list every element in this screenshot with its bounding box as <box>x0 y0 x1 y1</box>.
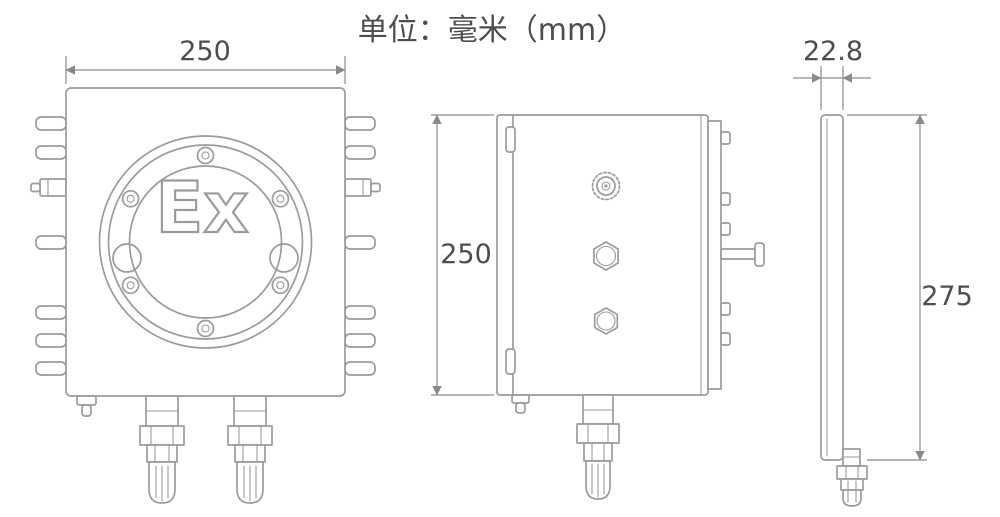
flange-clip <box>505 348 516 375</box>
heat-sink-fin <box>344 116 376 131</box>
heat-sink-fin <box>344 235 376 250</box>
heat-sink-fin <box>35 361 67 376</box>
flange-hole-left <box>112 243 142 273</box>
knurled-connector <box>591 171 621 201</box>
mounting-screw <box>271 276 290 295</box>
handle-rod <box>720 242 765 267</box>
enclosure-body-front <box>65 87 346 397</box>
heat-sink-fin <box>35 305 67 320</box>
heat-sink-fin <box>344 333 376 348</box>
mounting-screw <box>196 146 215 165</box>
side-height-dimension <box>431 114 494 396</box>
heat-sink-fin <box>35 333 67 348</box>
profile-view: 22.8 275 <box>793 36 973 507</box>
heat-sink-fins-left <box>35 116 67 376</box>
enclosure-body-profile <box>820 114 844 461</box>
mounting-screw <box>121 189 140 208</box>
cable-gland <box>227 395 273 504</box>
back-plate-tab <box>720 192 731 206</box>
profile-thickness-label: 22.8 <box>803 36 863 67</box>
dimension-label-backing <box>442 237 492 269</box>
right-side-connector <box>344 178 381 197</box>
back-plate <box>707 120 765 390</box>
heat-sink-fin <box>344 305 376 320</box>
heat-sink-fin <box>35 235 67 250</box>
mounting-screw <box>271 189 290 208</box>
breather-vent <box>76 395 97 417</box>
cover-screws <box>121 146 290 338</box>
front-width-dimension <box>65 56 346 84</box>
front-view: 250 <box>30 36 381 504</box>
heat-sink-fin <box>35 145 67 160</box>
front-width-label: 250 <box>179 36 231 67</box>
heat-sink-fin <box>344 145 376 160</box>
side-height-label: 250 <box>440 239 492 270</box>
back-plate-tab <box>720 302 731 316</box>
breather-vent <box>511 394 530 414</box>
cable-gland <box>576 394 620 500</box>
back-plate-tab <box>720 222 731 236</box>
hex-plug <box>593 241 619 271</box>
mounting-screw <box>196 319 215 338</box>
flange-clip <box>505 126 516 153</box>
profile-thickness-dimension <box>793 66 871 110</box>
flange-hole-right <box>269 243 299 273</box>
mounting-screw <box>121 276 140 295</box>
back-plate-tab <box>720 131 731 145</box>
heat-sink-fins-right <box>344 116 376 376</box>
hex-plug <box>593 307 619 335</box>
left-side-connector <box>30 178 67 197</box>
heat-sink-fin <box>35 116 67 131</box>
heat-sink-fin <box>344 361 376 376</box>
elbow-cable-gland <box>836 448 868 507</box>
ex-marking: Ex <box>156 167 249 249</box>
side-view: 250 <box>431 114 765 500</box>
unit-title: 单位：毫米（mm） <box>358 13 626 48</box>
profile-height-label: 275 <box>921 281 973 312</box>
cable-gland <box>139 395 185 504</box>
back-plate-tab <box>720 332 731 346</box>
profile-height-dimension <box>847 114 927 461</box>
flange-cover <box>98 135 313 349</box>
